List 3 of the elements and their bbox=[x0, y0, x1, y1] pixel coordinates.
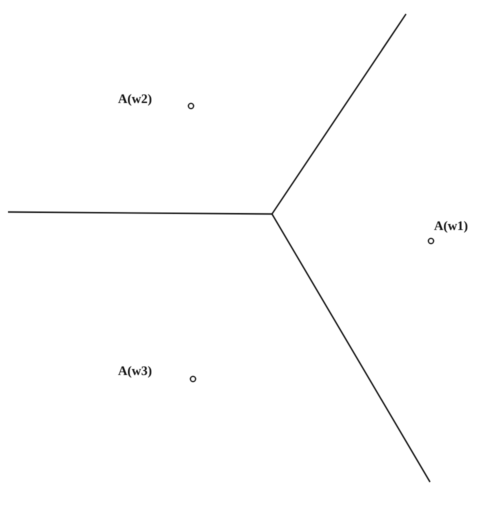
region-label: A(w2) bbox=[118, 92, 152, 105]
region-label: A(w1) bbox=[434, 219, 468, 232]
region-label: A(w3) bbox=[118, 364, 152, 377]
